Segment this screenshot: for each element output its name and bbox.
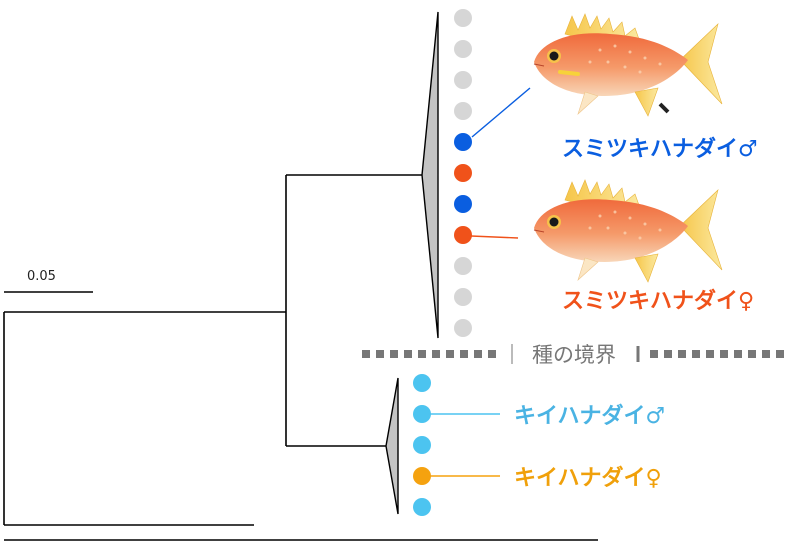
lower-tip-dot-3 bbox=[413, 436, 431, 454]
upper-tip-dot-3 bbox=[454, 71, 472, 89]
upper-clade-tips bbox=[454, 9, 472, 337]
upper-tip-dot-10 bbox=[454, 288, 472, 306]
label-kii-female: キイハナダイ♀ bbox=[514, 465, 662, 491]
lower-tip-dot-4 bbox=[413, 467, 431, 485]
lower-tip-dot-1 bbox=[413, 374, 431, 392]
species-boundary: 種の境界 bbox=[362, 343, 788, 367]
upper-tip-dot-7 bbox=[454, 195, 472, 213]
upper-tip-dot-6 bbox=[454, 164, 472, 182]
upper-clade-triangle bbox=[421, 11, 439, 339]
scale-bar: 0.05 bbox=[4, 269, 93, 293]
lower-tip-dot-2 bbox=[413, 405, 431, 423]
lower-tip-dot-5 bbox=[413, 498, 431, 516]
scale-bar-label: 0.05 bbox=[27, 269, 56, 284]
female-connector-upper bbox=[470, 235, 519, 239]
upper-tip-dot-8 bbox=[454, 226, 472, 244]
label-sumitsuki-female: スミツキハナダイ♀ bbox=[562, 288, 754, 314]
upper-tip-dot-9 bbox=[454, 257, 472, 275]
boundary-label: 種の境界 bbox=[532, 343, 616, 367]
label-kii-male: キイハナダイ♂ bbox=[514, 403, 665, 429]
upper-tip-dot-2 bbox=[454, 40, 472, 58]
lower-clade-triangle bbox=[385, 377, 399, 515]
male-connector-upper bbox=[471, 87, 531, 138]
lower-clade-tips bbox=[413, 374, 431, 516]
upper-tip-dot-5 bbox=[454, 133, 472, 151]
fish-photo-male bbox=[533, 13, 723, 117]
tree-branches bbox=[3, 174, 598, 541]
label-sumitsuki-male: スミツキハナダイ♂ bbox=[562, 136, 758, 162]
upper-tip-dot-11 bbox=[454, 319, 472, 337]
upper-tip-dot-1 bbox=[454, 9, 472, 27]
upper-tip-dot-4 bbox=[454, 102, 472, 120]
fish-photo-female bbox=[533, 179, 723, 283]
